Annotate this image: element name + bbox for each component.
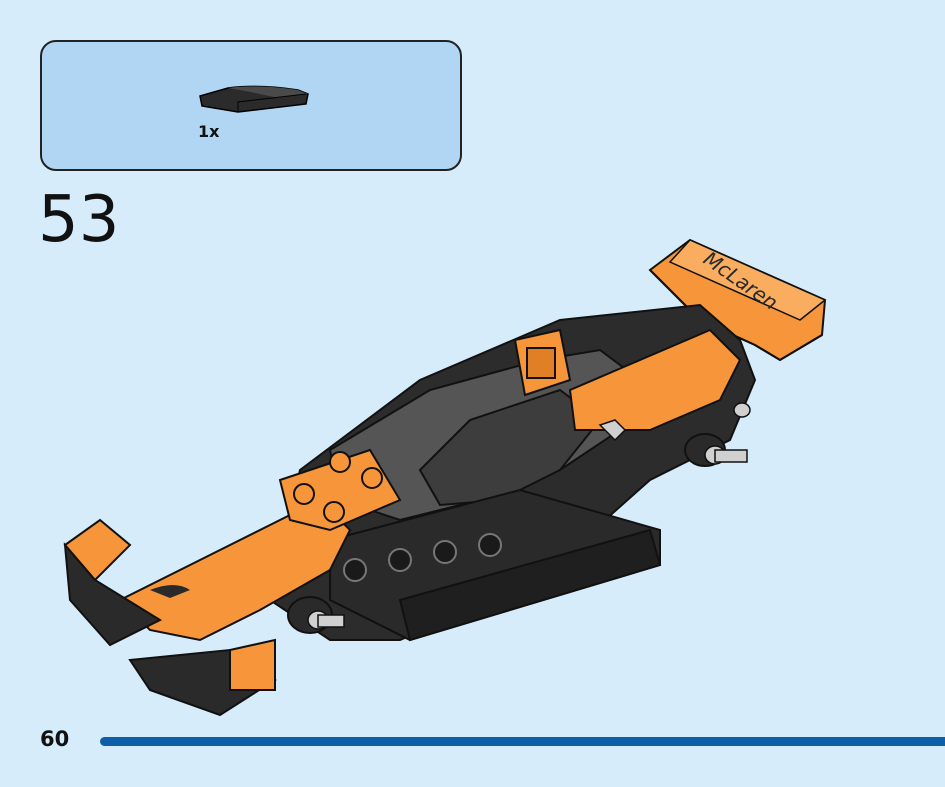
car-body [268, 303, 757, 642]
front-wing [63, 518, 277, 717]
page-number: 60 [40, 727, 70, 751]
wheel-axles [287, 402, 751, 634]
part-quantity: 1x [198, 122, 220, 141]
rear-orange-parts [513, 328, 742, 431]
nose-cone [118, 448, 402, 642]
progress-bar [100, 737, 945, 746]
curved-slope-brick-icon [199, 85, 309, 113]
step-number: 53 [38, 183, 120, 257]
parts-callout-box: 1x [40, 40, 462, 171]
